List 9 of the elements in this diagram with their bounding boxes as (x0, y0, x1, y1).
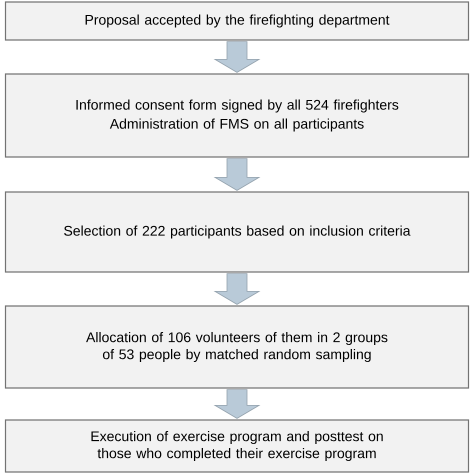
block-arrow (214, 273, 260, 305)
process-box: Proposal accepted by the firefighting department (4, 1, 470, 41)
block-arrow (214, 41, 260, 73)
block-arrow (214, 158, 260, 191)
process-box: Selection of 222 participants based on inclusion criteria (4, 191, 470, 273)
block-arrow (214, 389, 260, 419)
process-box: Execution of exercise program and posttest on those who completed their exercise program (4, 419, 470, 473)
process-box: Allocation of 106 volunteers of them in 2 groups of 53 people by matched random sampling (4, 305, 470, 389)
process-box: Informed consent form signed by all 524 firefighters Administration of FMS on all participants (4, 73, 470, 158)
